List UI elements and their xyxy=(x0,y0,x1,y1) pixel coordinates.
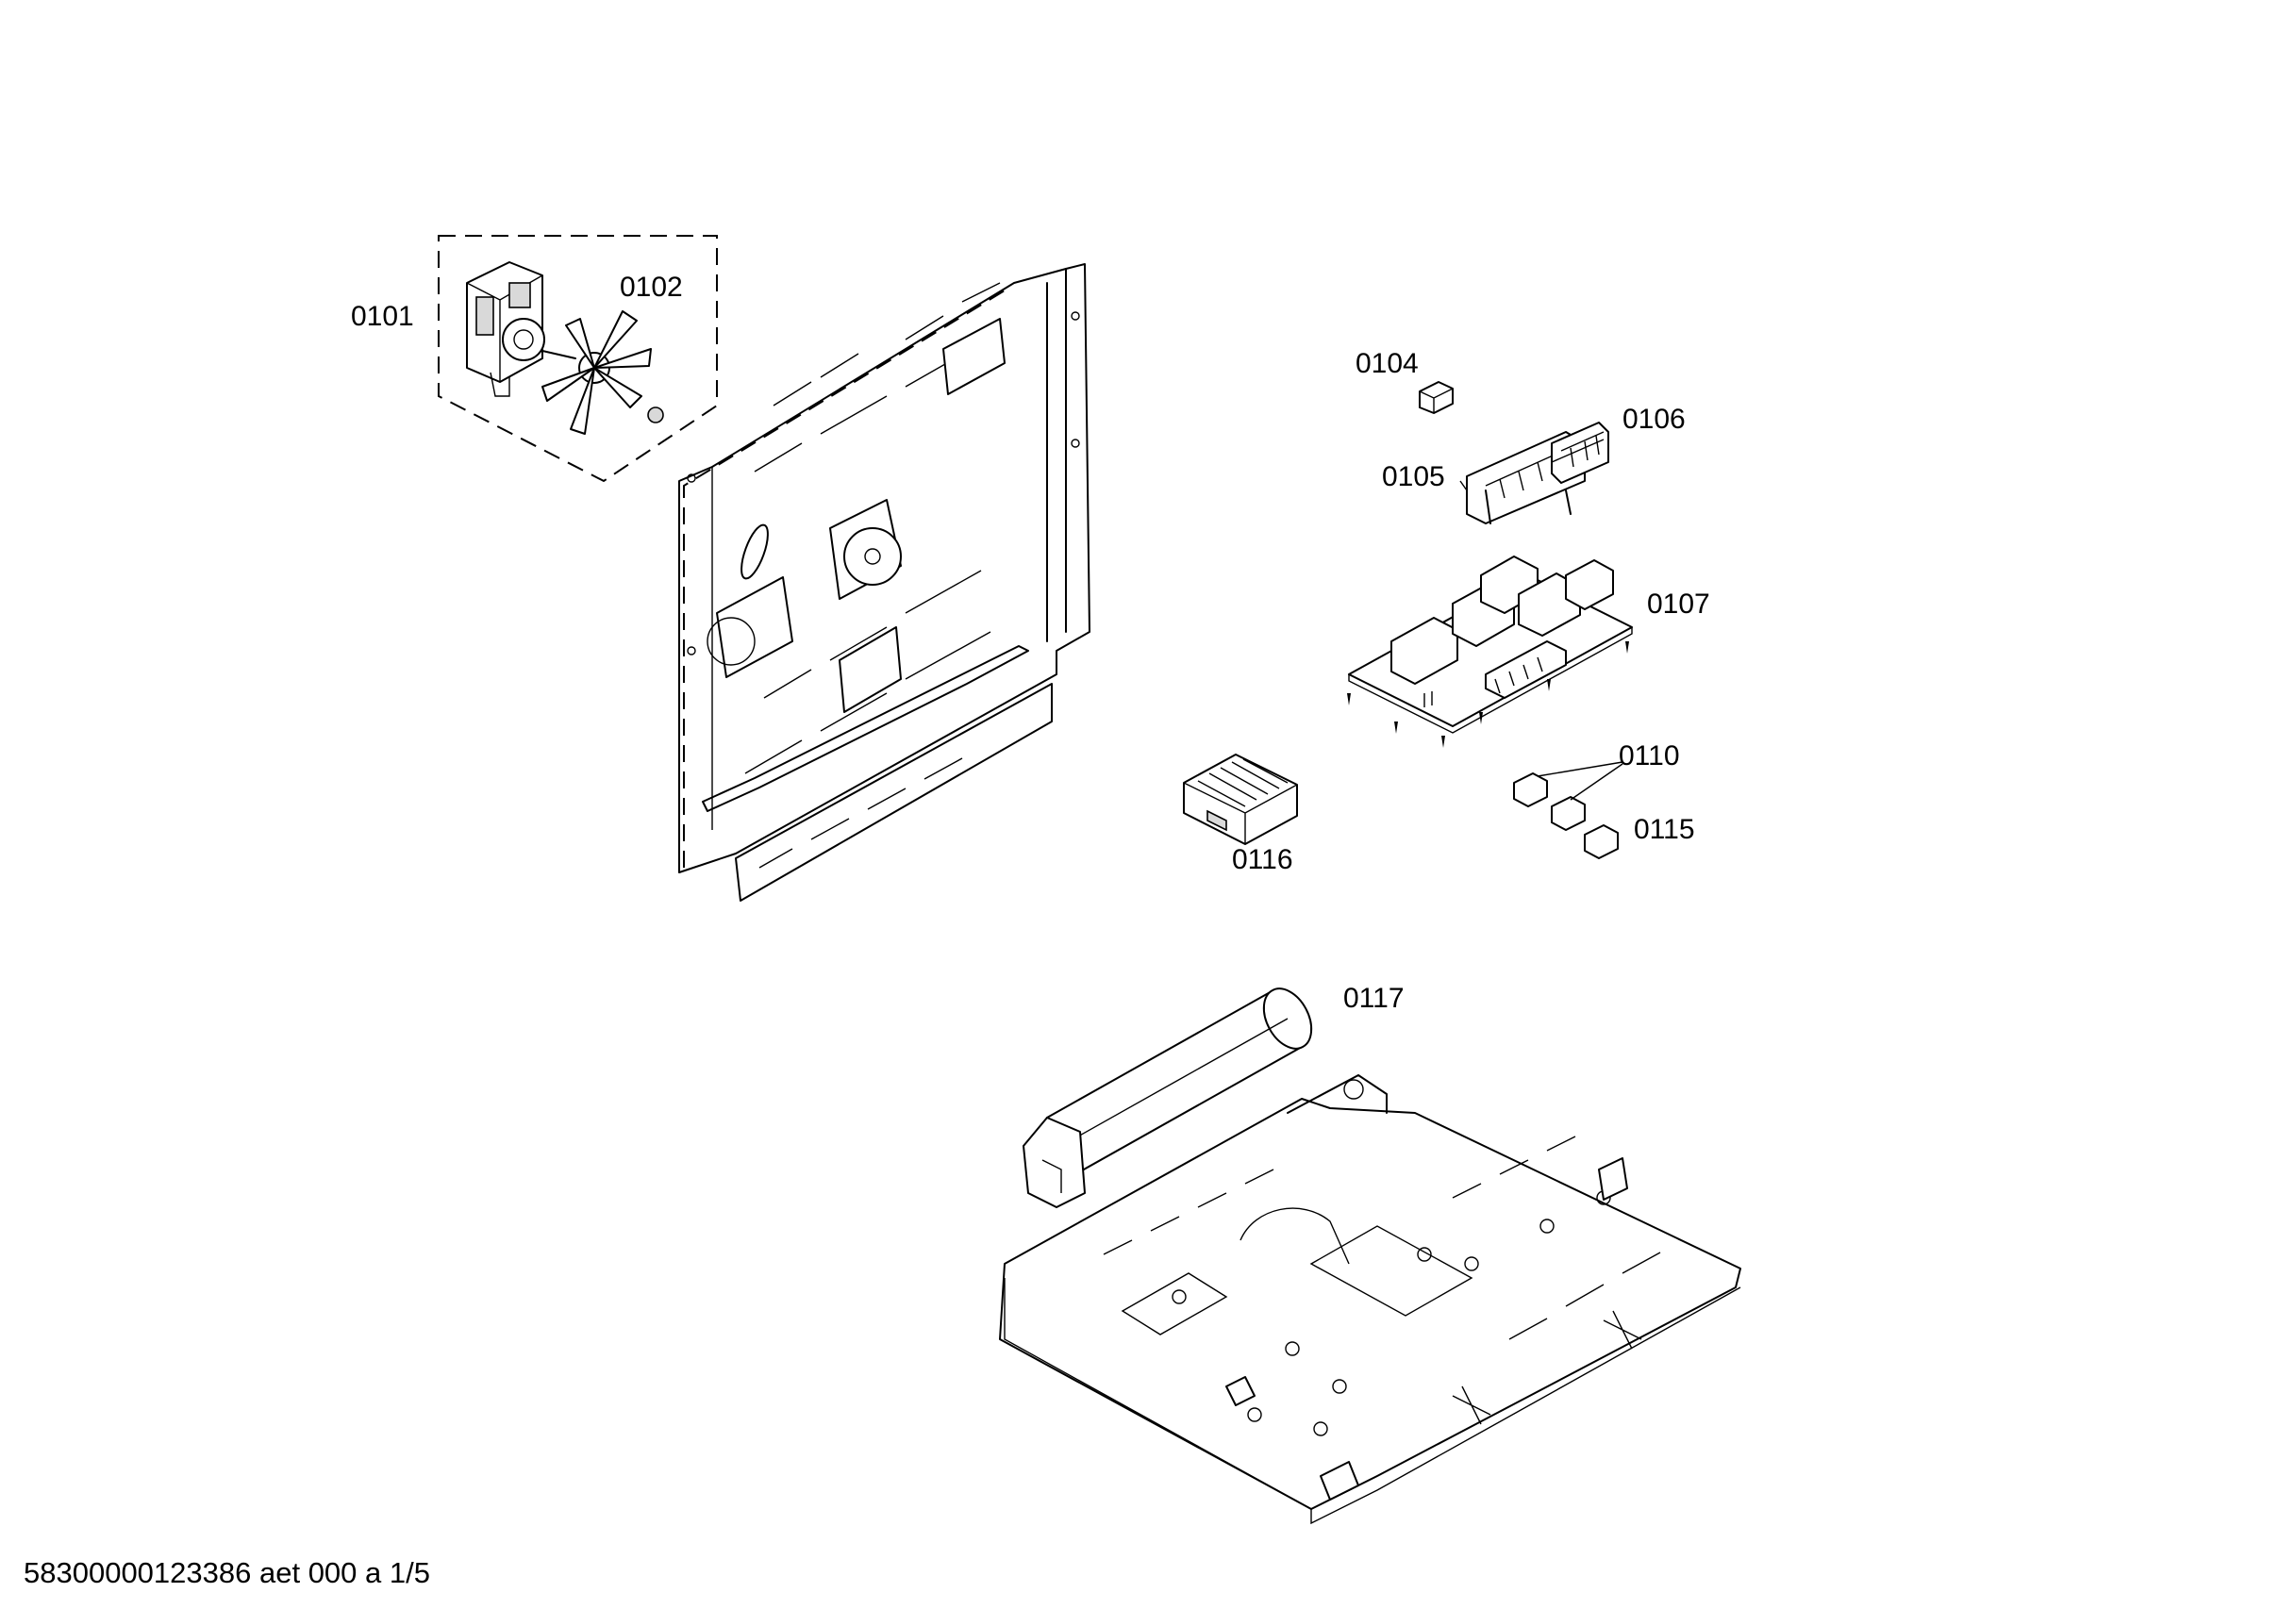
part-label-0104: 0104 xyxy=(1356,348,1419,379)
drawing-id: 58300000123386 aet 000 a 1/5 xyxy=(24,1556,430,1589)
part-label-0102: 0102 xyxy=(620,272,683,303)
board-standoffs xyxy=(1347,641,1629,748)
clips xyxy=(1513,761,1623,859)
base-plate xyxy=(999,1074,1741,1525)
selector-switch xyxy=(1419,381,1454,414)
tangential-fan xyxy=(1023,987,1313,1208)
control-board xyxy=(1347,556,1633,748)
fan-motor-group xyxy=(438,235,718,483)
leader-lines xyxy=(1459,439,1605,491)
part-label-0106: 0106 xyxy=(1622,404,1686,435)
fan-motor xyxy=(466,261,576,397)
part-label-0116: 0116 xyxy=(1232,844,1293,875)
fan-wheel xyxy=(541,310,664,435)
part-label-0117: 0117 xyxy=(1343,983,1405,1014)
part-label-0110: 0110 xyxy=(1619,740,1680,771)
part-label-0105: 0105 xyxy=(1382,461,1445,492)
part-label-0107: 0107 xyxy=(1647,589,1710,620)
plate-holes xyxy=(1172,1190,1611,1436)
back-panel xyxy=(678,263,1090,902)
part-label-0115: 0115 xyxy=(1634,814,1695,845)
part-label-0101: 0101 xyxy=(351,301,414,332)
connector-block-6 xyxy=(1551,422,1609,484)
heatsink-module xyxy=(1183,754,1298,845)
